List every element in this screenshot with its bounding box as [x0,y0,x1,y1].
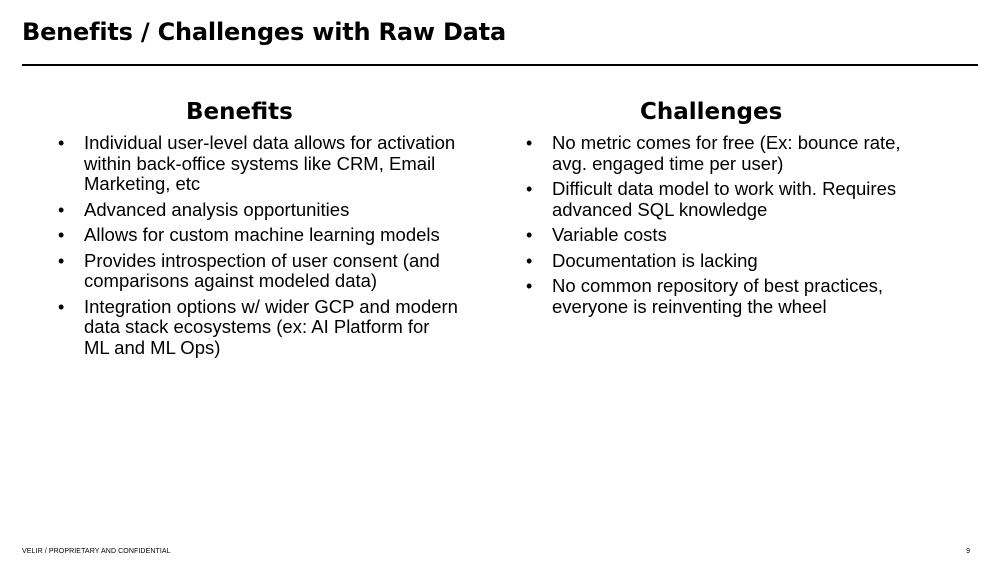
bullet-icon: • [58,250,65,271]
bullet-icon: • [58,225,65,245]
list-item: •Individual user-level data allows for a… [58,132,456,194]
list-item: •No common repository of best practices,… [526,275,884,317]
bullet-icon: • [58,296,65,317]
challenges-list: •No metric comes for free (Ex: bounce ra… [526,132,926,317]
list-item: •Allows for custom machine learning mode… [58,224,440,245]
list-item: •Integration options w/ wider GCP and mo… [58,295,458,358]
list-item: •No metric comes for free (Ex: bounce ra… [526,132,901,174]
bullet-icon: • [526,133,533,153]
bullet-icon: • [526,225,533,245]
page-number: 9 [966,548,970,555]
list-item: •Advanced analysis opportunities [58,198,350,220]
bullet-icon: • [58,199,65,220]
footer-confidential: VELIR / PROPRIETARY AND CONFIDENTIAL [22,548,171,555]
benefits-heading: Benefits [186,99,293,125]
challenges-column: Challenges •No metric comes for free (Ex… [526,97,926,322]
bullet-icon: • [526,276,533,296]
list-item: •Variable costs [526,224,667,245]
bullet-icon: • [526,179,533,199]
challenges-heading: Challenges [640,99,783,125]
bullet-icon: • [58,133,65,153]
benefits-column: Benefits •Individual user-level data all… [58,97,458,363]
slide-title: Benefits / Challenges with Raw Data [22,18,506,46]
title-divider [22,64,978,66]
bullet-icon: • [526,250,533,271]
list-item: •Provides introspection of user consent … [58,249,440,291]
list-item: •Documentation is lacking [526,249,758,271]
list-item: •Difficult data model to work with. Requ… [526,178,897,220]
benefits-list: •Individual user-level data allows for a… [58,132,458,358]
